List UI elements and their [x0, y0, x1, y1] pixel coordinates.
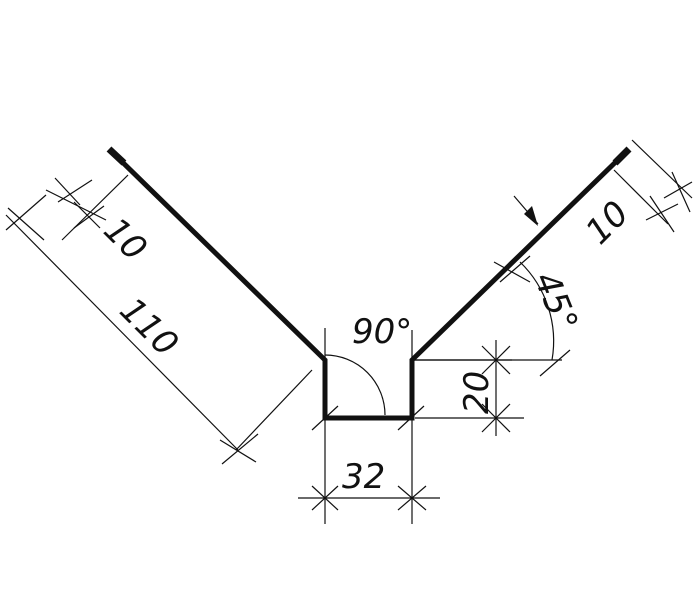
profile-outline	[108, 148, 630, 421]
corner-ticks	[311, 405, 425, 431]
slope-angle-label: 45°	[526, 266, 586, 337]
channel-width-label: 32	[342, 457, 385, 497]
dimension-left-flange: 110	[5, 194, 313, 465]
left-flange-label: 110	[112, 290, 186, 364]
dimension-apex-angle: 90°	[324, 312, 413, 416]
left-hem-end	[106, 146, 127, 166]
metal-profile	[106, 146, 632, 421]
arrowhead	[524, 206, 538, 226]
dimension-channel-width: 32	[298, 420, 440, 524]
dimension-left-hem: 10	[45, 174, 155, 269]
right-hem-label: 10	[578, 193, 637, 252]
dimension-channel-depth: 20	[415, 340, 524, 436]
right-hem-end	[612, 146, 632, 166]
apex-angle-label: 90°	[352, 312, 412, 352]
channel-depth-label: 20	[457, 371, 497, 414]
